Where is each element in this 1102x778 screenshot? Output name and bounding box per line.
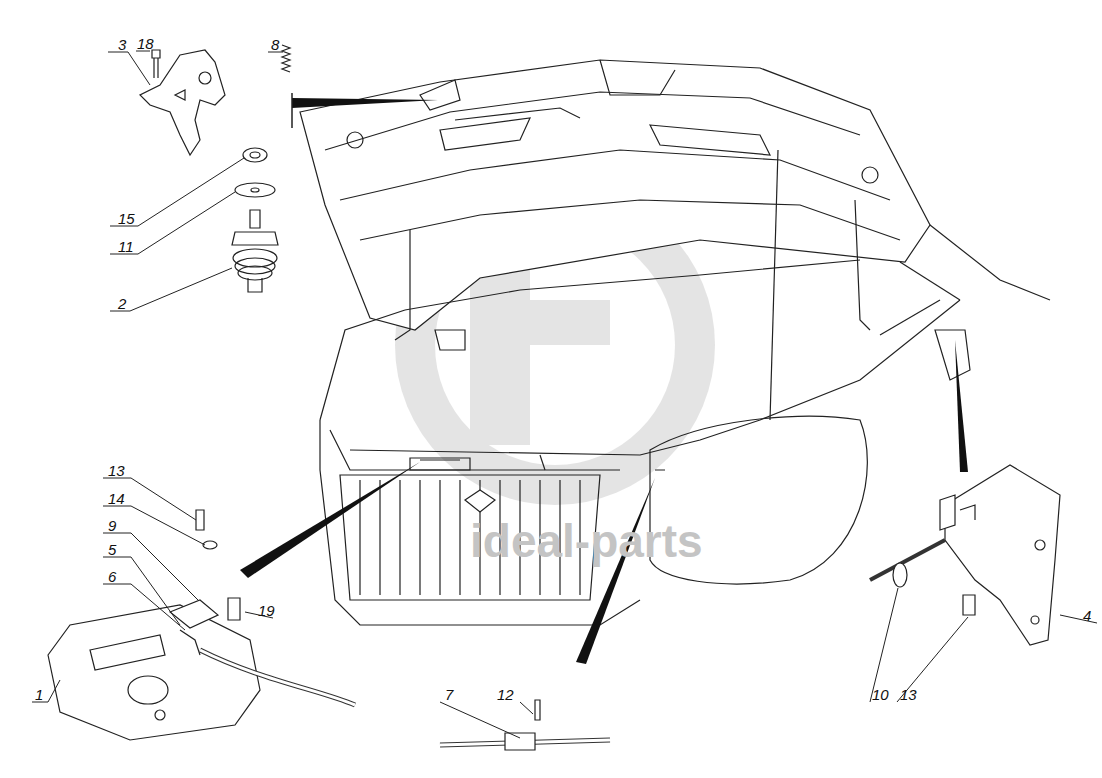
callout-number: 3 [118,37,126,52]
callout-number: 1 [35,687,43,702]
callout-number: 10 [872,687,889,702]
car-body [320,225,1050,625]
callout-number: 19 [258,603,275,618]
callout-number: 5 [108,542,116,557]
callout-number: 7 [445,687,453,702]
watermark: ideal-parts [470,518,703,564]
buffer-parts [232,148,278,292]
callout-number: 14 [108,491,125,506]
callout-number: 6 [108,569,116,584]
callout-number: 8 [271,37,279,52]
pointer-wedges [240,98,968,664]
callout-number: 11 [118,239,134,254]
callout-number: 2 [118,296,126,311]
callout-number: 13 [900,687,917,702]
callout-number: 15 [118,211,135,226]
callout-number: 12 [497,687,514,702]
hinge-bracket [870,465,1060,645]
latch-plate [48,510,355,740]
cable-clip [440,700,610,750]
latch-lever [140,45,290,155]
callout-number: 18 [137,36,154,51]
callout-number: 13 [108,463,125,478]
callout-number: 9 [108,518,116,533]
callout-number: 4 [1083,608,1091,623]
leader-lines [32,51,1097,738]
hood [300,60,930,420]
